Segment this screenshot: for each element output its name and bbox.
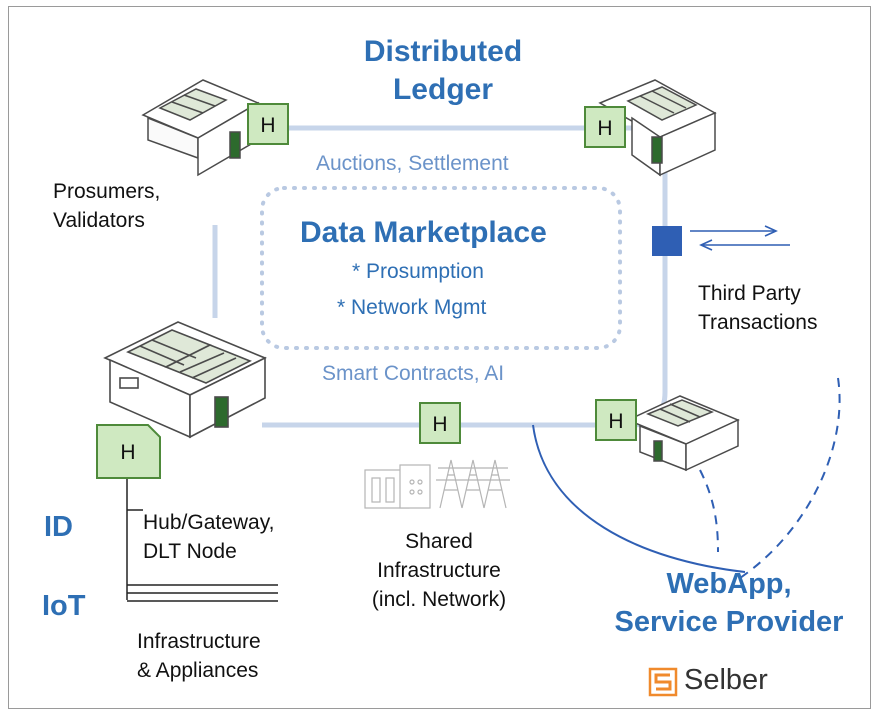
- webapp-link-dashed-2: [739, 377, 841, 579]
- node-h-top-right: H: [584, 106, 626, 148]
- house-top-left-icon: [141, 79, 260, 177]
- svg-text:H: H: [432, 413, 447, 436]
- infrastructure-appliances-label: Infrastructure & Appliances: [137, 630, 261, 682]
- selber-brand-name: Selber: [684, 664, 768, 696]
- house-top-right-icon: [598, 79, 717, 177]
- svg-text:H: H: [597, 117, 612, 140]
- house-bottom-right-icon: [626, 395, 740, 472]
- hub-gateway-label: Hub/Gateway, DLT Node: [143, 511, 275, 563]
- marketplace-item-prosumption: * Prosumption: [352, 260, 484, 283]
- svg-text:H: H: [120, 441, 135, 464]
- svg-text:H: H: [260, 114, 275, 137]
- shared-infrastructure-icon: [364, 459, 510, 509]
- node-h-top-left: H: [247, 103, 289, 145]
- prosumers-validators-label: Prosumers, Validators: [53, 180, 161, 232]
- webapp-link-solid: [532, 424, 746, 573]
- webapp-link-dashed-1: [699, 469, 719, 553]
- diagram-frame: [8, 6, 871, 709]
- iot-label: IoT: [42, 590, 86, 622]
- node-h-hub: H: [96, 424, 161, 479]
- shared-infrastructure-label: Shared Infrastructure (incl. Network): [371, 530, 507, 611]
- node-h-bottom-right: H: [595, 399, 637, 441]
- house-big-left-icon: [103, 321, 267, 439]
- auctions-settlement-label: Auctions, Settlement: [316, 152, 509, 175]
- smart-contracts-ai-label: Smart Contracts, AI: [322, 362, 505, 385]
- exchange-square-icon: [652, 226, 682, 256]
- id-label: ID: [44, 511, 73, 543]
- webapp-service-provider-label: WebApp, Service Provider: [614, 568, 844, 638]
- node-h-bottom-center: H: [419, 402, 461, 444]
- data-marketplace-title: Data Marketplace: [300, 216, 547, 249]
- svg-text:H: H: [608, 410, 623, 433]
- third-party-transactions-label: Third Party Transactions: [698, 282, 818, 334]
- distributed-ledger-title: Distributed Ledger: [363, 35, 523, 106]
- selber-logo-icon: [648, 667, 678, 697]
- marketplace-item-network-mgmt: * Network Mgmt: [337, 296, 487, 319]
